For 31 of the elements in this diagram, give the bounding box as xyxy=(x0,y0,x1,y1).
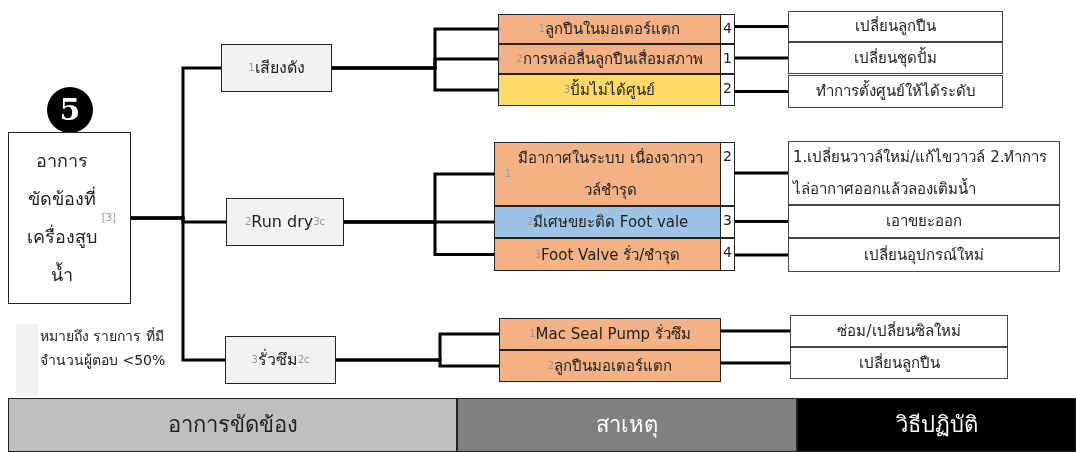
action-box: 1.เปลี่ยนวาวล์ใหม่/แก้ไขวาวล์ 2.ทำการไล่อากาศออกแล้วลองเติมน้ำ xyxy=(788,141,1060,205)
connector-line xyxy=(735,253,788,257)
action-box: เปลี่ยนอุปกรณ์ใหม่ xyxy=(788,238,1060,272)
connector-line xyxy=(336,358,499,368)
action-box: เปลี่ยนลูกปืน xyxy=(788,11,1003,42)
count-cell: 4 xyxy=(721,14,735,44)
action-box: เปลี่ยนชุดปั้ม xyxy=(788,42,1003,74)
connector-line xyxy=(735,25,788,28)
connector-line xyxy=(735,90,788,93)
connector-line xyxy=(721,361,790,365)
action-box: เปลี่ยนลูกปืน xyxy=(790,347,1008,379)
connector-line xyxy=(735,56,788,60)
column-header-band: สาเหตุ xyxy=(457,398,797,452)
legend-text: หมายถึง รายการ ที่มีจำนวนผู้ตอบ <50% xyxy=(40,326,167,371)
action-box: ซ่อม/เปลี่ยนซิลใหม่ xyxy=(790,315,1008,347)
column-header-band: อาการขัดข้อง xyxy=(8,398,457,452)
count-cell: 4 xyxy=(721,238,735,271)
action-box: ทำการตั้งศูนย์ให้ได้ระดับ xyxy=(788,75,1003,108)
count-cell: 1 xyxy=(721,44,735,74)
number-badge: 5 xyxy=(47,87,93,133)
column-header-band: วิธีปฏิบัติ xyxy=(797,398,1076,452)
action-box: เอาขยะออก xyxy=(788,205,1060,238)
connector-line xyxy=(735,220,788,223)
count-cell: 3 xyxy=(721,206,735,238)
connector-line xyxy=(735,171,788,175)
connector-line xyxy=(721,329,790,333)
count-cell: 2 xyxy=(721,142,735,206)
connector-line xyxy=(344,220,494,256)
count-cell: 2 xyxy=(721,74,735,106)
connector-line xyxy=(332,66,498,92)
connector-line xyxy=(131,216,225,362)
